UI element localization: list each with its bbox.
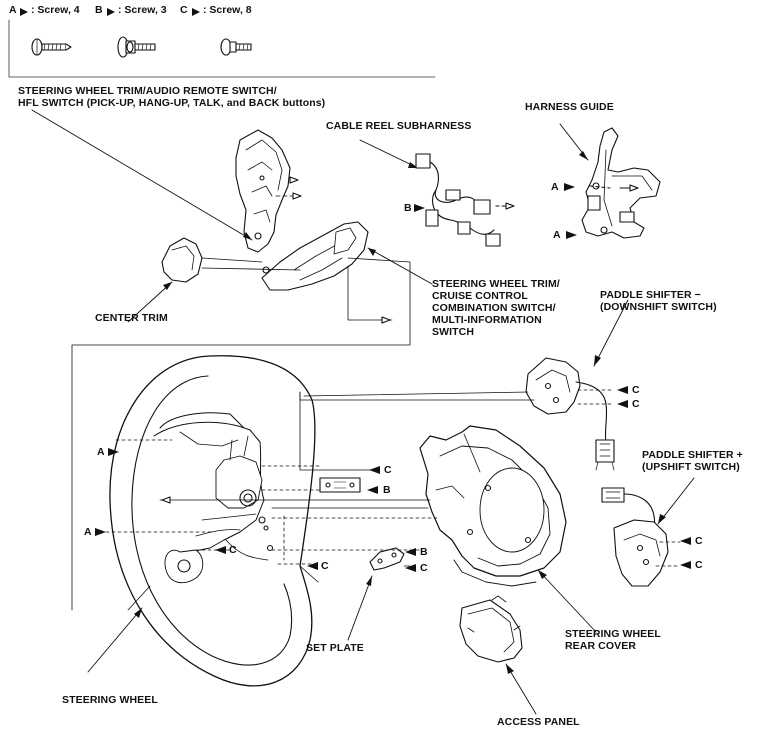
bracket-screw-b-letter: B (383, 484, 391, 496)
center-trim-label: CENTER TRIM (95, 312, 168, 324)
wheel-screw-c-left-letter: C (229, 544, 237, 556)
access-panel-label: ACCESS PANEL (497, 716, 580, 728)
bracket-screw-c-letter: C (384, 464, 392, 476)
cruise-label-line1: STEERING WHEEL TRIM/ (432, 278, 560, 290)
wheel-screw-a-upper-arrow (108, 448, 119, 456)
legend-frame (8, 19, 436, 78)
set-plate-label: SET PLATE (306, 642, 364, 654)
center-trim-part (161, 237, 203, 283)
paddle-shifter-plus-part (601, 477, 695, 587)
bracket-screw-c-arrow (369, 466, 380, 474)
setplate-screw-b-letter: B (420, 546, 428, 558)
cruise-label-line5: SWITCH (432, 326, 475, 338)
bracket-screw-b-arrow (367, 486, 378, 494)
cruise-label-line2: CRUISE CONTROL (432, 290, 528, 302)
paddle-plus-screw-c-upper-letter: C (695, 535, 703, 547)
legend-letter-b: B (95, 4, 103, 16)
paddle-minus-screw-c-upper (617, 386, 628, 394)
wheel-screw-c-left-arrow (215, 546, 226, 554)
wheel-screw-a-upper-letter: A (97, 446, 105, 458)
wheel-screw-a-lower-letter: A (84, 526, 92, 538)
paddle-minus-label-line2: (DOWNSHIFT SWITCH) (600, 301, 717, 313)
legend-letter-a: A (9, 4, 17, 16)
harness-screw-a-lower-arrow (566, 231, 577, 239)
setplate-screw-c-letter: C (420, 562, 428, 574)
legend-text-b: : Screw, 3 (118, 4, 167, 16)
screw-c-icon (220, 38, 252, 56)
steering-wheel-label: STEERING WHEEL (62, 694, 158, 706)
harness-guide-label: HARNESS GUIDE (525, 101, 614, 113)
paddle-minus-label-line1: PADDLE SHIFTER − (600, 289, 701, 301)
screw-b-icon (117, 36, 156, 58)
cruise-label-line3: COMBINATION SWITCH/ (432, 302, 556, 314)
legend-text-a: : Screw, 4 (31, 4, 80, 16)
cable-reel-screw-b-arrow (414, 204, 425, 212)
paddle-minus-screw-c-lower-letter: C (632, 398, 640, 410)
access-panel-part (459, 595, 523, 663)
cable-reel-part (359, 139, 515, 247)
rear-cover-label-line2: REAR COVER (565, 640, 637, 652)
center-bracket-part (319, 477, 361, 493)
screw-a-icon (31, 38, 72, 56)
cruise-label-line4: MULTI-INFORMATION (432, 314, 542, 326)
legend-arrow-c (192, 8, 200, 16)
paddle-minus-screw-c-lower (617, 400, 628, 408)
paddle-shifter-minus-part (525, 299, 629, 471)
cable-reel-screw-b-letter: B (404, 202, 412, 214)
harness-screw-a-lower-letter: A (553, 229, 561, 241)
harness-screw-a-upper-arrow (564, 183, 575, 191)
audio-switch-label-line2: HFL SWITCH (PICK-UP, HANG-UP, TALK, and … (18, 97, 326, 109)
legend-text-c: : Screw, 8 (203, 4, 252, 16)
wheel-screw-c-bottom-letter: C (321, 560, 329, 572)
setplate-screw-c-arrow (405, 564, 416, 572)
steering-wheel-part (109, 355, 319, 687)
paddle-plus-screw-c-lower-letter: C (695, 559, 703, 571)
cable-reel-label: CABLE REEL SUBHARNESS (326, 120, 472, 132)
audio-switch-label-line1: STEERING WHEEL TRIM/AUDIO REMOTE SWITCH/ (18, 85, 277, 97)
legend-arrow-b (107, 8, 115, 16)
paddle-plus-label-line1: PADDLE SHIFTER + (642, 449, 743, 461)
rear-cover-label-line1: STEERING WHEEL (565, 628, 661, 640)
legend-arrow-a (20, 8, 28, 16)
harness-screw-a-upper-letter: A (551, 181, 559, 193)
legend-letter-c: C (180, 4, 188, 16)
paddle-plus-screw-c-lower (680, 561, 691, 569)
wheel-screw-a-lower-arrow (95, 528, 106, 536)
setplate-screw-b-arrow (405, 548, 416, 556)
rear-cover-part (419, 425, 567, 587)
cruise-trim-part (261, 221, 369, 291)
audio-switch-trim-part (235, 129, 301, 253)
paddle-minus-screw-c-upper-letter: C (632, 384, 640, 396)
set-plate-part (369, 547, 405, 571)
harness-guide-part (559, 123, 661, 239)
wheel-screw-c-bottom-arrow (307, 562, 318, 570)
paddle-plus-screw-c-upper (680, 537, 691, 545)
paddle-plus-label-line2: (UPSHIFT SWITCH) (642, 461, 740, 473)
